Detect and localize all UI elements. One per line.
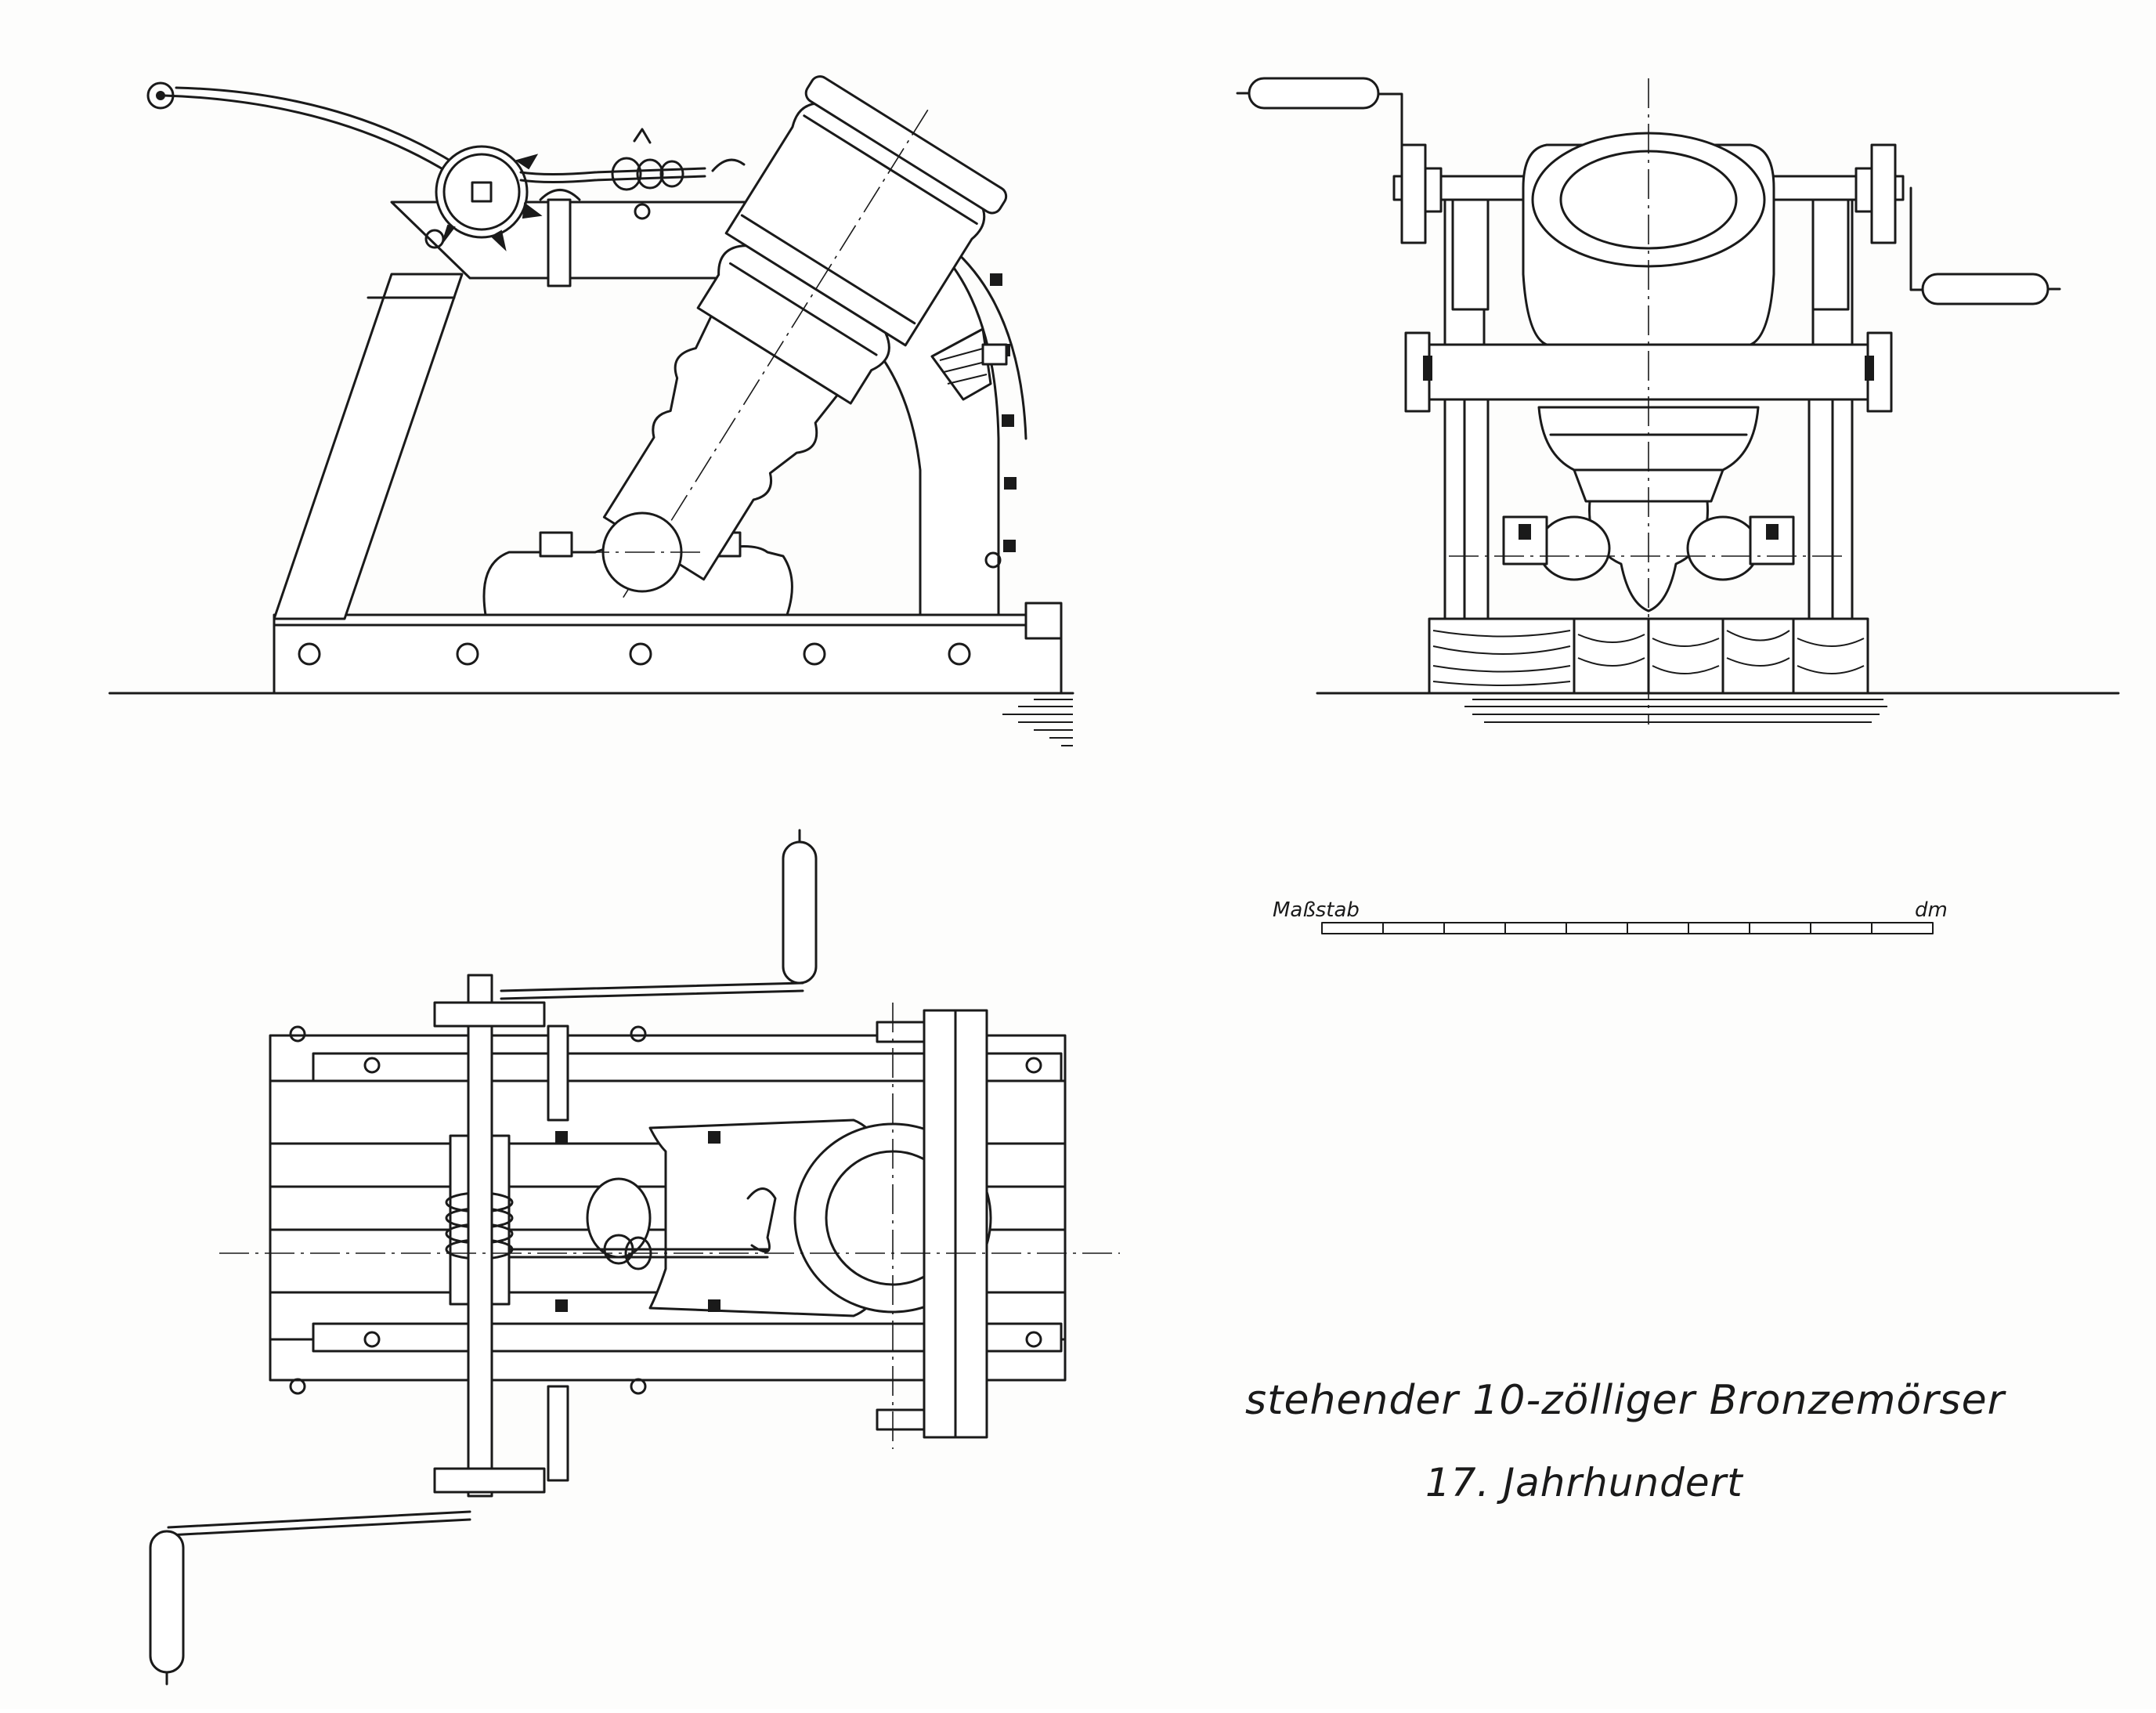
rope-and-clamp — [519, 128, 746, 287]
mortar-barrel-front — [1522, 132, 1775, 613]
ratchet-lever — [146, 81, 543, 251]
scale-bar-unit: dm — [1915, 898, 1948, 922]
front-crank-handles — [1236, 77, 2061, 305]
side-view-base-beam — [273, 602, 1063, 695]
base-bolt-holes — [298, 642, 971, 666]
top-view-rivets — [289, 1025, 1042, 1395]
front-gears — [1400, 143, 1897, 311]
front-view — [1236, 77, 2120, 725]
drawing-title: stehender 10-zölliger Bronzemörser — [1245, 1377, 2007, 1424]
mortar-barrel-side — [602, 75, 1008, 602]
scale-bar: Maßstab dm — [1273, 898, 1948, 934]
side-view — [108, 75, 1074, 746]
top-front-clamp — [876, 1009, 988, 1439]
side-view-ground — [108, 692, 1074, 746]
drawing-subtitle: 17. Jahrhundert — [1425, 1460, 1744, 1505]
elevation-wedge — [930, 327, 1008, 401]
rear-strut — [273, 273, 464, 620]
scale-bar-label: Maßstab — [1273, 898, 1360, 922]
top-view — [149, 829, 1120, 1686]
top-crank-spindle — [149, 829, 818, 1686]
scale-bar-ticks — [1382, 923, 1873, 934]
